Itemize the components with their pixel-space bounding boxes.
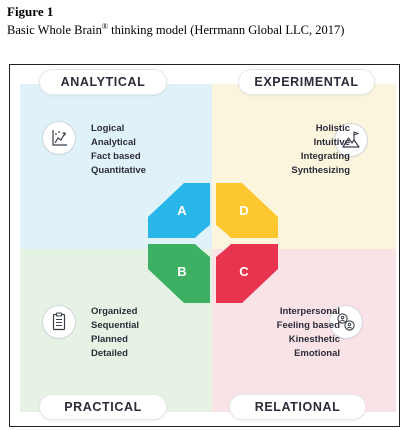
trait-item: Synthesizing [291, 165, 350, 176]
trait-item: Intuitive [313, 137, 350, 148]
trait-item: Organized [91, 306, 138, 317]
segment-a [148, 183, 210, 238]
caption-main: Basic Whole Brain [7, 23, 102, 38]
relational-title: RELATIONAL [230, 395, 365, 419]
people-chat-icon [330, 306, 362, 338]
segment-c-letter: C [239, 264, 249, 279]
trait-item: Logical [91, 123, 125, 134]
experimental-title: EXPERIMENTAL [239, 70, 374, 94]
trait-item: Kinesthetic [288, 334, 340, 345]
trait-item: Analytical [91, 137, 136, 148]
trait-item: Interpersonal [279, 306, 340, 317]
trait-item: Emotional [294, 348, 340, 359]
trait-item: Holistic [315, 123, 350, 134]
clipboard-list-icon [43, 306, 75, 338]
brain-model: A D B C [148, 183, 278, 303]
trait-item: Sequential [91, 320, 140, 331]
registered-mark: ® [101, 22, 108, 31]
trait-item: Planned [91, 334, 128, 345]
trait-item: Feeling based [276, 320, 340, 331]
practical-title: PRACTICAL [40, 395, 166, 419]
segment-d-letter: D [239, 203, 248, 218]
segment-a-letter: A [177, 203, 187, 218]
analytical-traits: Logical Analytical Fact based Quantitati… [91, 122, 146, 178]
segment-d [216, 183, 278, 238]
segment-b-letter: B [177, 264, 186, 279]
whole-brain-diagram: ANALYTICAL EXPERIMENTAL PRACTICAL RELATI… [9, 64, 400, 427]
experimental-traits: Holistic Intuitive Integrating Synthesiz… [240, 122, 350, 178]
mountain-flag-icon [335, 124, 367, 156]
trait-item: Integrating [300, 151, 350, 162]
trait-item: Detailed [91, 348, 128, 359]
trait-item: Fact based [91, 151, 141, 162]
chart-trend-icon [43, 122, 75, 154]
caption-rest: thinking model (Herrmann Global LLC, 201… [107, 23, 345, 38]
figure-caption: Basic Whole Brain® thinking model (Herrm… [7, 22, 344, 38]
segment-c [216, 244, 278, 303]
analytical-title: ANALYTICAL [40, 70, 166, 94]
segment-b [148, 244, 210, 303]
trait-item: Quantitative [91, 165, 146, 176]
practical-traits: Organized Sequential Planned Detailed [91, 305, 139, 361]
relational-traits: Interpersonal Feeling based Kinesthetic … [230, 305, 340, 361]
figure-label: Figure 1 [7, 4, 54, 19]
